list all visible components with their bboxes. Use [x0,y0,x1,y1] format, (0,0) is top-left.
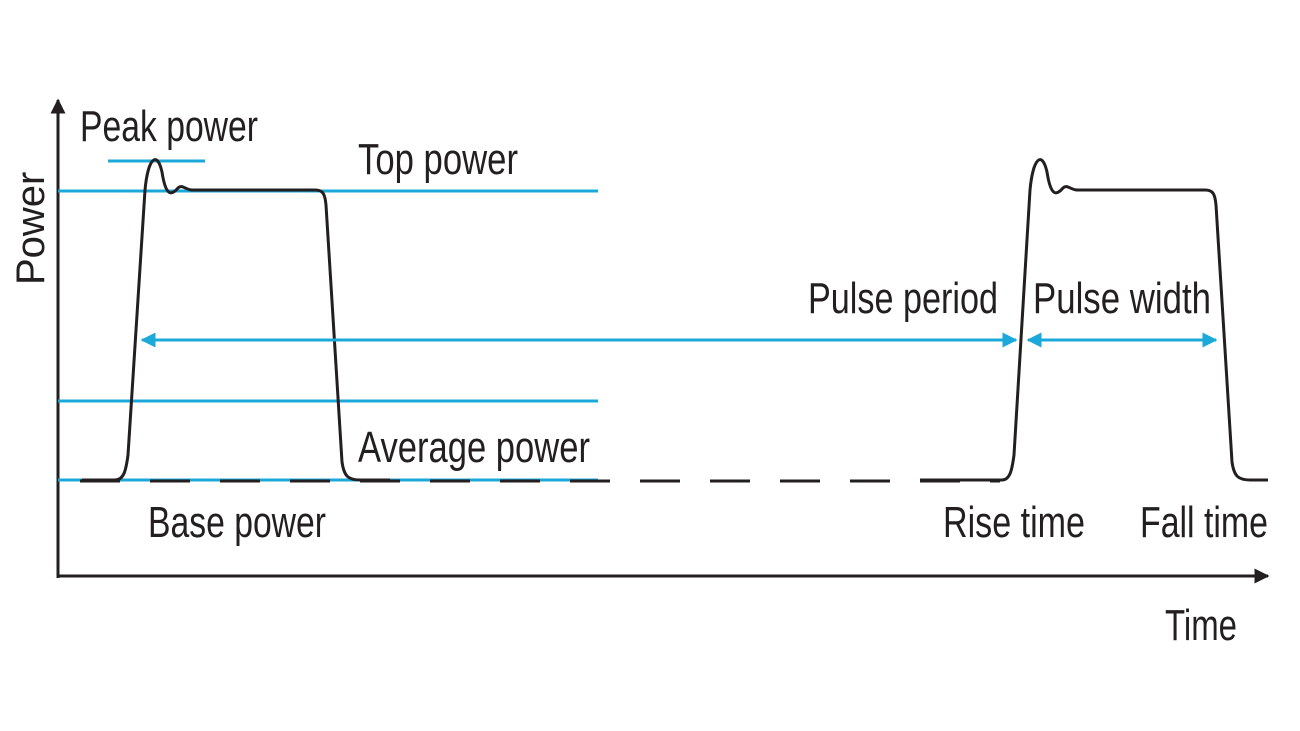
top-power-label: Top power [358,135,518,184]
pulse-width-label: Pulse width [1033,274,1211,323]
y-axis-label: Power [9,172,53,285]
pulse-waveform-1 [82,158,390,482]
x-axis-label: Time [1165,601,1237,650]
average-power-label: Average power [358,423,590,472]
pulse-period-label: Pulse period [808,274,998,323]
base-power-label: Base power [148,498,326,547]
peak-power-label: Peak power [80,102,258,151]
pulse-waveform-2 [920,158,1268,482]
rise-time-label: Rise time [943,498,1085,547]
fall-time-label: Fall time [1140,498,1268,547]
